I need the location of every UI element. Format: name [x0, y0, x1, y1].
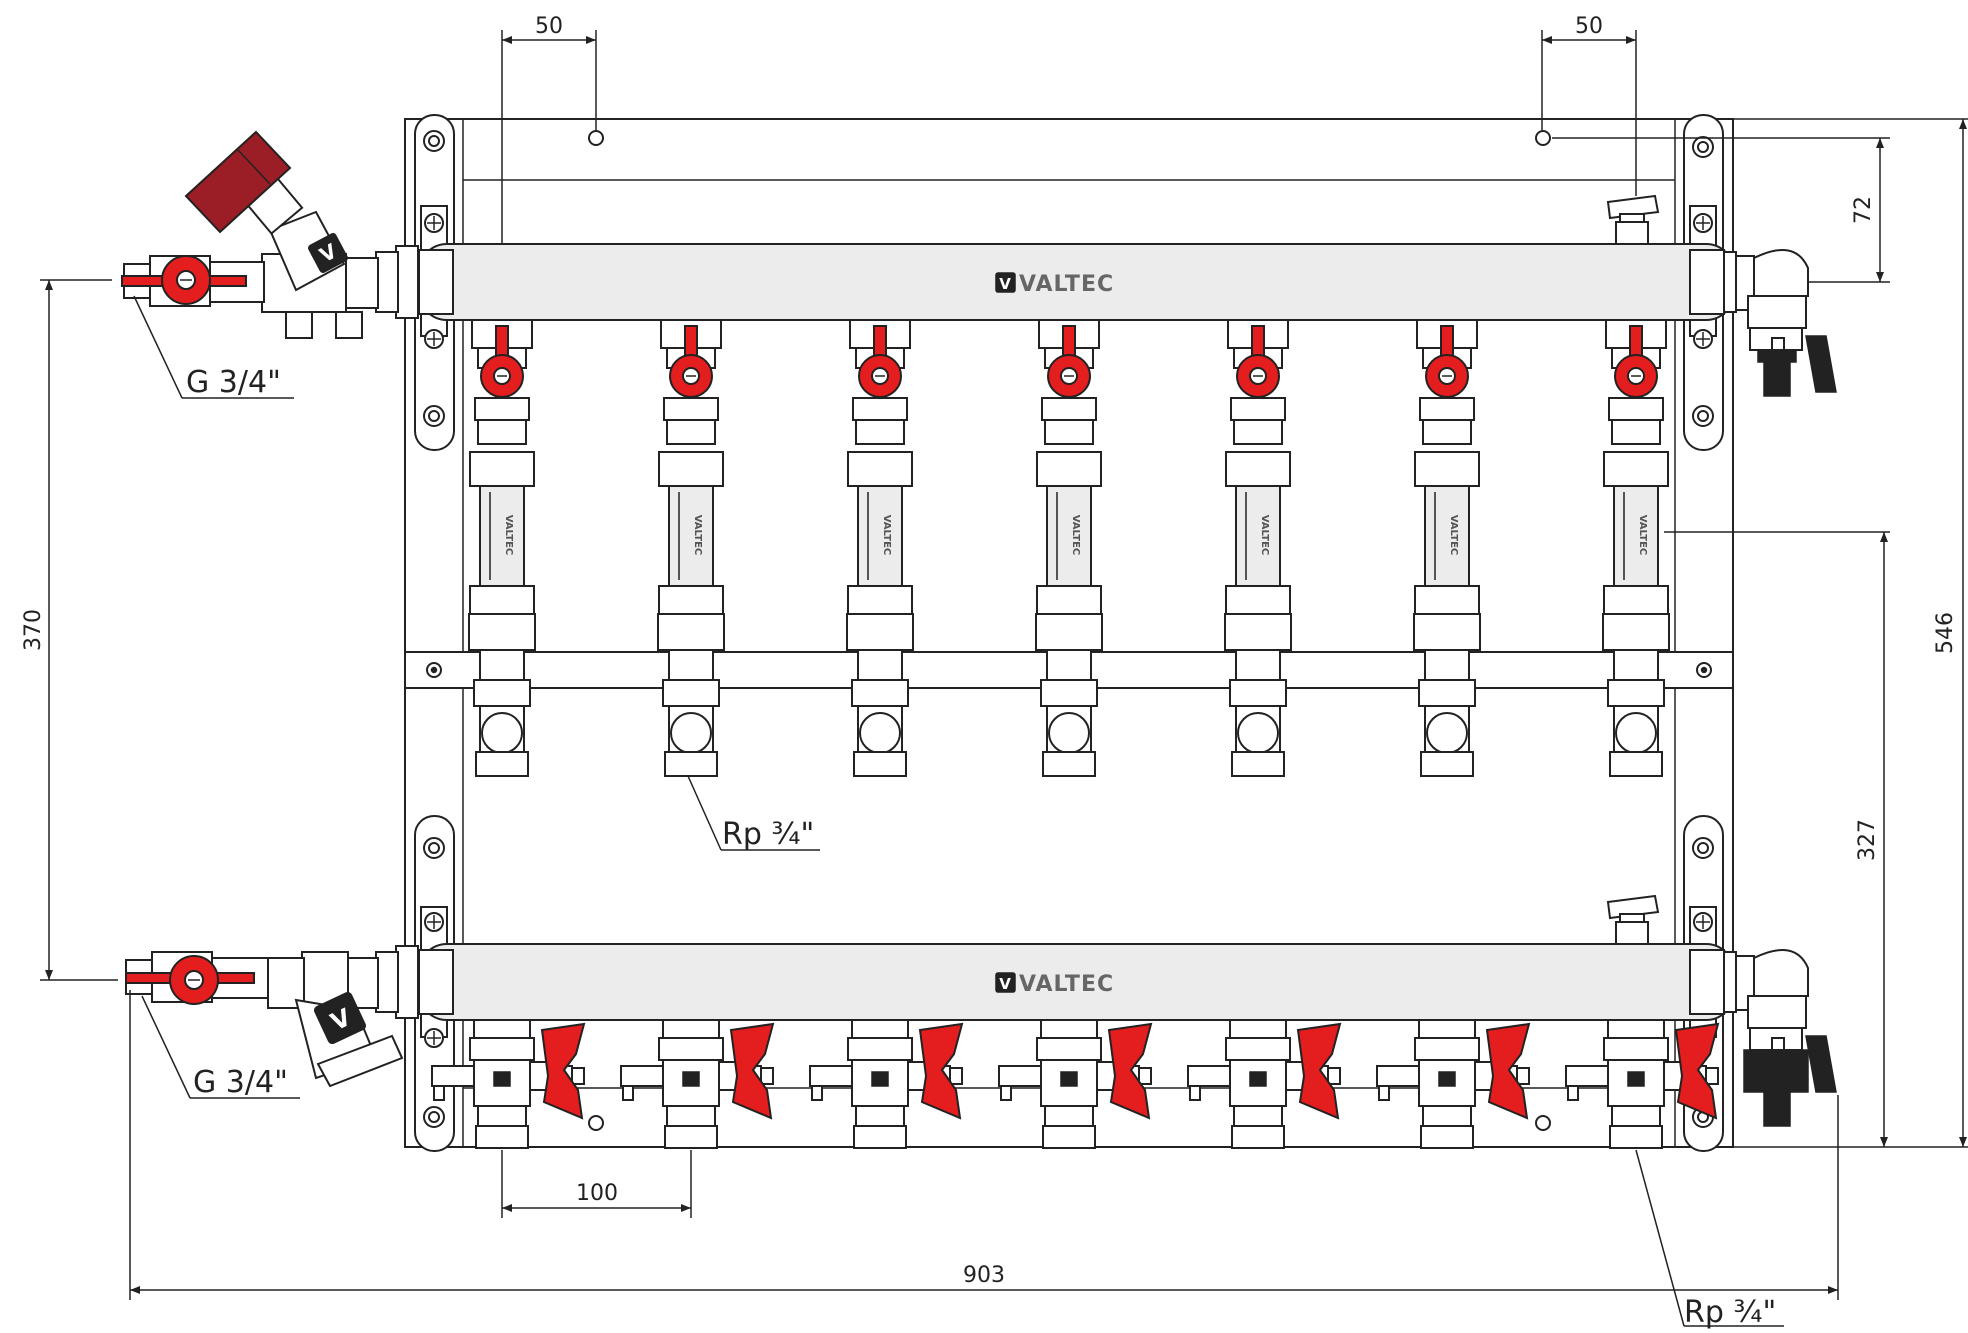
dim-left-370: 370 [21, 279, 118, 981]
return-outlet-2 [620, 1019, 775, 1149]
flowmeter-label-6: VALTEC [1448, 515, 1459, 556]
supply-outlet-7: VALTEC [1602, 319, 1670, 777]
return-drain-elbow [1723, 949, 1837, 1127]
dim-top-left: 50 [501, 14, 597, 244]
return-brand-text: VALTEC [1019, 972, 1114, 997]
dim-right-546: 546 [1733, 119, 1968, 1148]
dim-top-left-value: 50 [535, 14, 563, 39]
return-valve-6[interactable] [1485, 1022, 1531, 1120]
supply-drain-elbow [1723, 249, 1837, 397]
return-manifold-bar [418, 943, 1735, 1021]
dim-bottom-100: 100 [501, 1150, 692, 1218]
return-outlet-7 [1565, 1019, 1720, 1149]
flowmeter-label-2: VALTEC [692, 515, 703, 556]
supply-inlet-assembly: V [121, 130, 419, 339]
return-inlet-assembly: V [125, 945, 419, 1088]
callout-supply-inlet: G 3/4" [133, 295, 294, 400]
return-valve-4[interactable] [1107, 1022, 1153, 1120]
return-outlet-6 [1376, 1019, 1531, 1149]
supply-brand-text: VALTEC [1019, 272, 1114, 297]
dim-bottom-100-value: 100 [576, 1181, 618, 1206]
return-air-vent [1606, 894, 1660, 945]
return-circuits [431, 1019, 1720, 1149]
svg-text:V: V [999, 975, 1011, 993]
supply-outlet-5: VALTEC [1224, 319, 1292, 777]
supply-outlet-4: VALTEC [1035, 319, 1103, 777]
svg-text:V: V [999, 275, 1011, 293]
dim-top-right-value: 50 [1575, 14, 1603, 39]
supply-brand-logo: V VALTEC [995, 272, 1114, 297]
return-valve-3[interactable] [918, 1022, 964, 1120]
supply-circuits: VALTEC VALTEC VALTEC VALTEC VALTEC VALTEC VALT… [468, 319, 1670, 777]
supply-outlet-3: VALTEC [846, 319, 914, 777]
return-valve-2[interactable] [729, 1022, 775, 1120]
flowmeter-label-3: VALTEC [881, 515, 892, 556]
callout-return-outlet-text: Rp ¾" [1684, 1295, 1776, 1330]
callout-supply-inlet-text: G 3/4" [186, 365, 281, 400]
supply-outlet-6: VALTEC [1413, 319, 1481, 777]
callout-return-outlet: Rp ¾" [1635, 1149, 1784, 1330]
supply-outlet-2: VALTEC [657, 319, 725, 777]
return-valve-7[interactable] [1674, 1022, 1720, 1120]
dim-right-327-value: 327 [1855, 819, 1880, 861]
rail-screw [426, 662, 1712, 678]
flowmeter-label-5: VALTEC [1259, 515, 1270, 556]
flowmeter-label-7: VALTEC [1637, 515, 1648, 556]
dim-right-72-value: 72 [1851, 196, 1876, 224]
callout-supply-outlet: Rp ¾" [687, 775, 820, 852]
supply-outlet-1: VALTEC [468, 319, 536, 777]
dim-right-72: 72 [1552, 118, 1968, 283]
dim-bottom-903: 903 [129, 990, 1839, 1300]
callout-return-inlet-text: G 3/4" [193, 1065, 288, 1100]
supply-valve-1[interactable] [480, 325, 524, 431]
return-outlet-1 [431, 1019, 586, 1149]
dim-right-327: 327 [1664, 531, 1890, 1147]
dim-right-546-value: 546 [1933, 612, 1958, 654]
dim-bottom-903-value: 903 [963, 1263, 1005, 1288]
callout-return-inlet: G 3/4" [141, 995, 300, 1100]
flowmeter-label-4: VALTEC [1070, 515, 1081, 556]
dim-left-370-value: 370 [21, 609, 46, 651]
return-outlet-3 [809, 1019, 964, 1149]
return-brand-logo: V VALTEC [995, 972, 1114, 997]
return-outlet-4 [998, 1019, 1153, 1149]
mounting-hole [588, 130, 1551, 1131]
return-valve-1[interactable] [540, 1022, 586, 1120]
callout-supply-outlet-text: Rp ¾" [722, 817, 814, 852]
flowmeter-label-1: VALTEC [503, 515, 514, 556]
return-valve-5[interactable] [1296, 1022, 1342, 1120]
return-outlet-5 [1187, 1019, 1342, 1149]
supply-air-vent [1606, 194, 1660, 245]
dim-top-right: 50 [1541, 14, 1637, 196]
